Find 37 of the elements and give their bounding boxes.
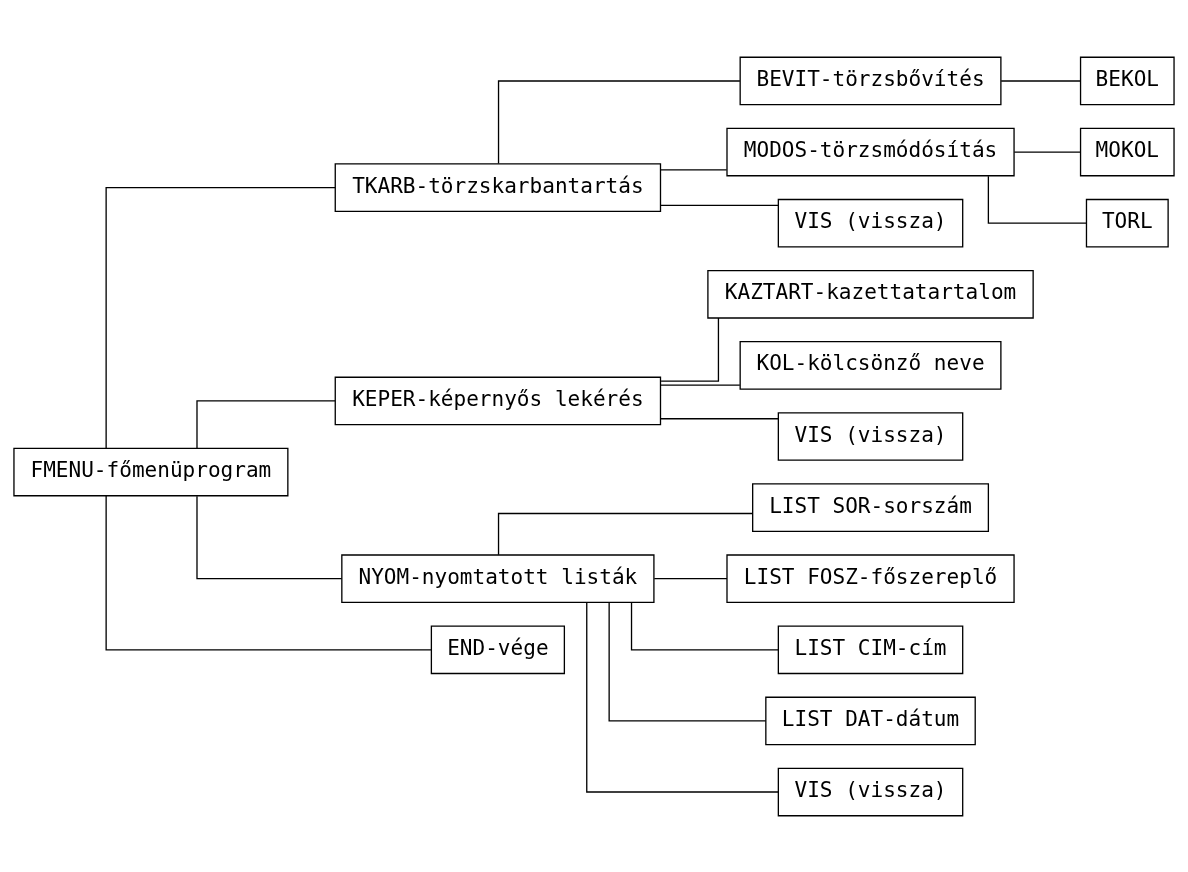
connector bbox=[1013, 150, 1081, 153]
node-box: END-vége bbox=[430, 624, 566, 674]
connector bbox=[660, 417, 779, 419]
node-box: FMENU-főmenüprogram bbox=[13, 447, 289, 496]
node-box: LIST DAT-dátum bbox=[765, 696, 976, 745]
connector bbox=[196, 399, 336, 449]
connector bbox=[660, 316, 720, 382]
connector bbox=[987, 175, 1088, 224]
node-box: NYOM-nyomtatott listák bbox=[341, 553, 655, 603]
connector bbox=[653, 577, 728, 579]
node-box: VIS (vissza) bbox=[777, 198, 964, 248]
connector bbox=[105, 494, 432, 650]
node-box: TKARB-törzskarbantartás bbox=[334, 162, 662, 212]
connector bbox=[105, 186, 336, 449]
connector bbox=[630, 601, 779, 650]
node-box: LIST FOSZ-főszereplő bbox=[726, 553, 1015, 603]
connector bbox=[497, 79, 741, 164]
node-box: KOL-kölcsönző neve bbox=[739, 340, 1002, 390]
node-box: BEKOL bbox=[1079, 56, 1175, 105]
connector bbox=[586, 601, 779, 793]
connector bbox=[196, 495, 343, 579]
node-box: MOKOL bbox=[1079, 127, 1175, 176]
node-box: TORL bbox=[1085, 198, 1169, 248]
connector bbox=[1000, 79, 1081, 82]
node-box: KAZTART-kazettatartalom bbox=[707, 269, 1034, 319]
node-box: VIS (vissza) bbox=[777, 411, 964, 461]
node-box: VIS (vissza) bbox=[777, 767, 964, 816]
node-box: KEPER-képernyős lekérés bbox=[334, 376, 662, 425]
node-box: LIST SOR-sorszám bbox=[752, 482, 990, 532]
connector bbox=[608, 601, 767, 722]
node-box: MODOS-törzsmódósítás bbox=[726, 127, 1015, 176]
connector bbox=[660, 204, 779, 206]
connector bbox=[660, 168, 728, 170]
connector bbox=[497, 512, 753, 555]
node-box: LIST CIM-cím bbox=[777, 624, 964, 674]
node-box: BEVIT-törzsbővítés bbox=[739, 56, 1002, 105]
connector bbox=[660, 384, 741, 386]
